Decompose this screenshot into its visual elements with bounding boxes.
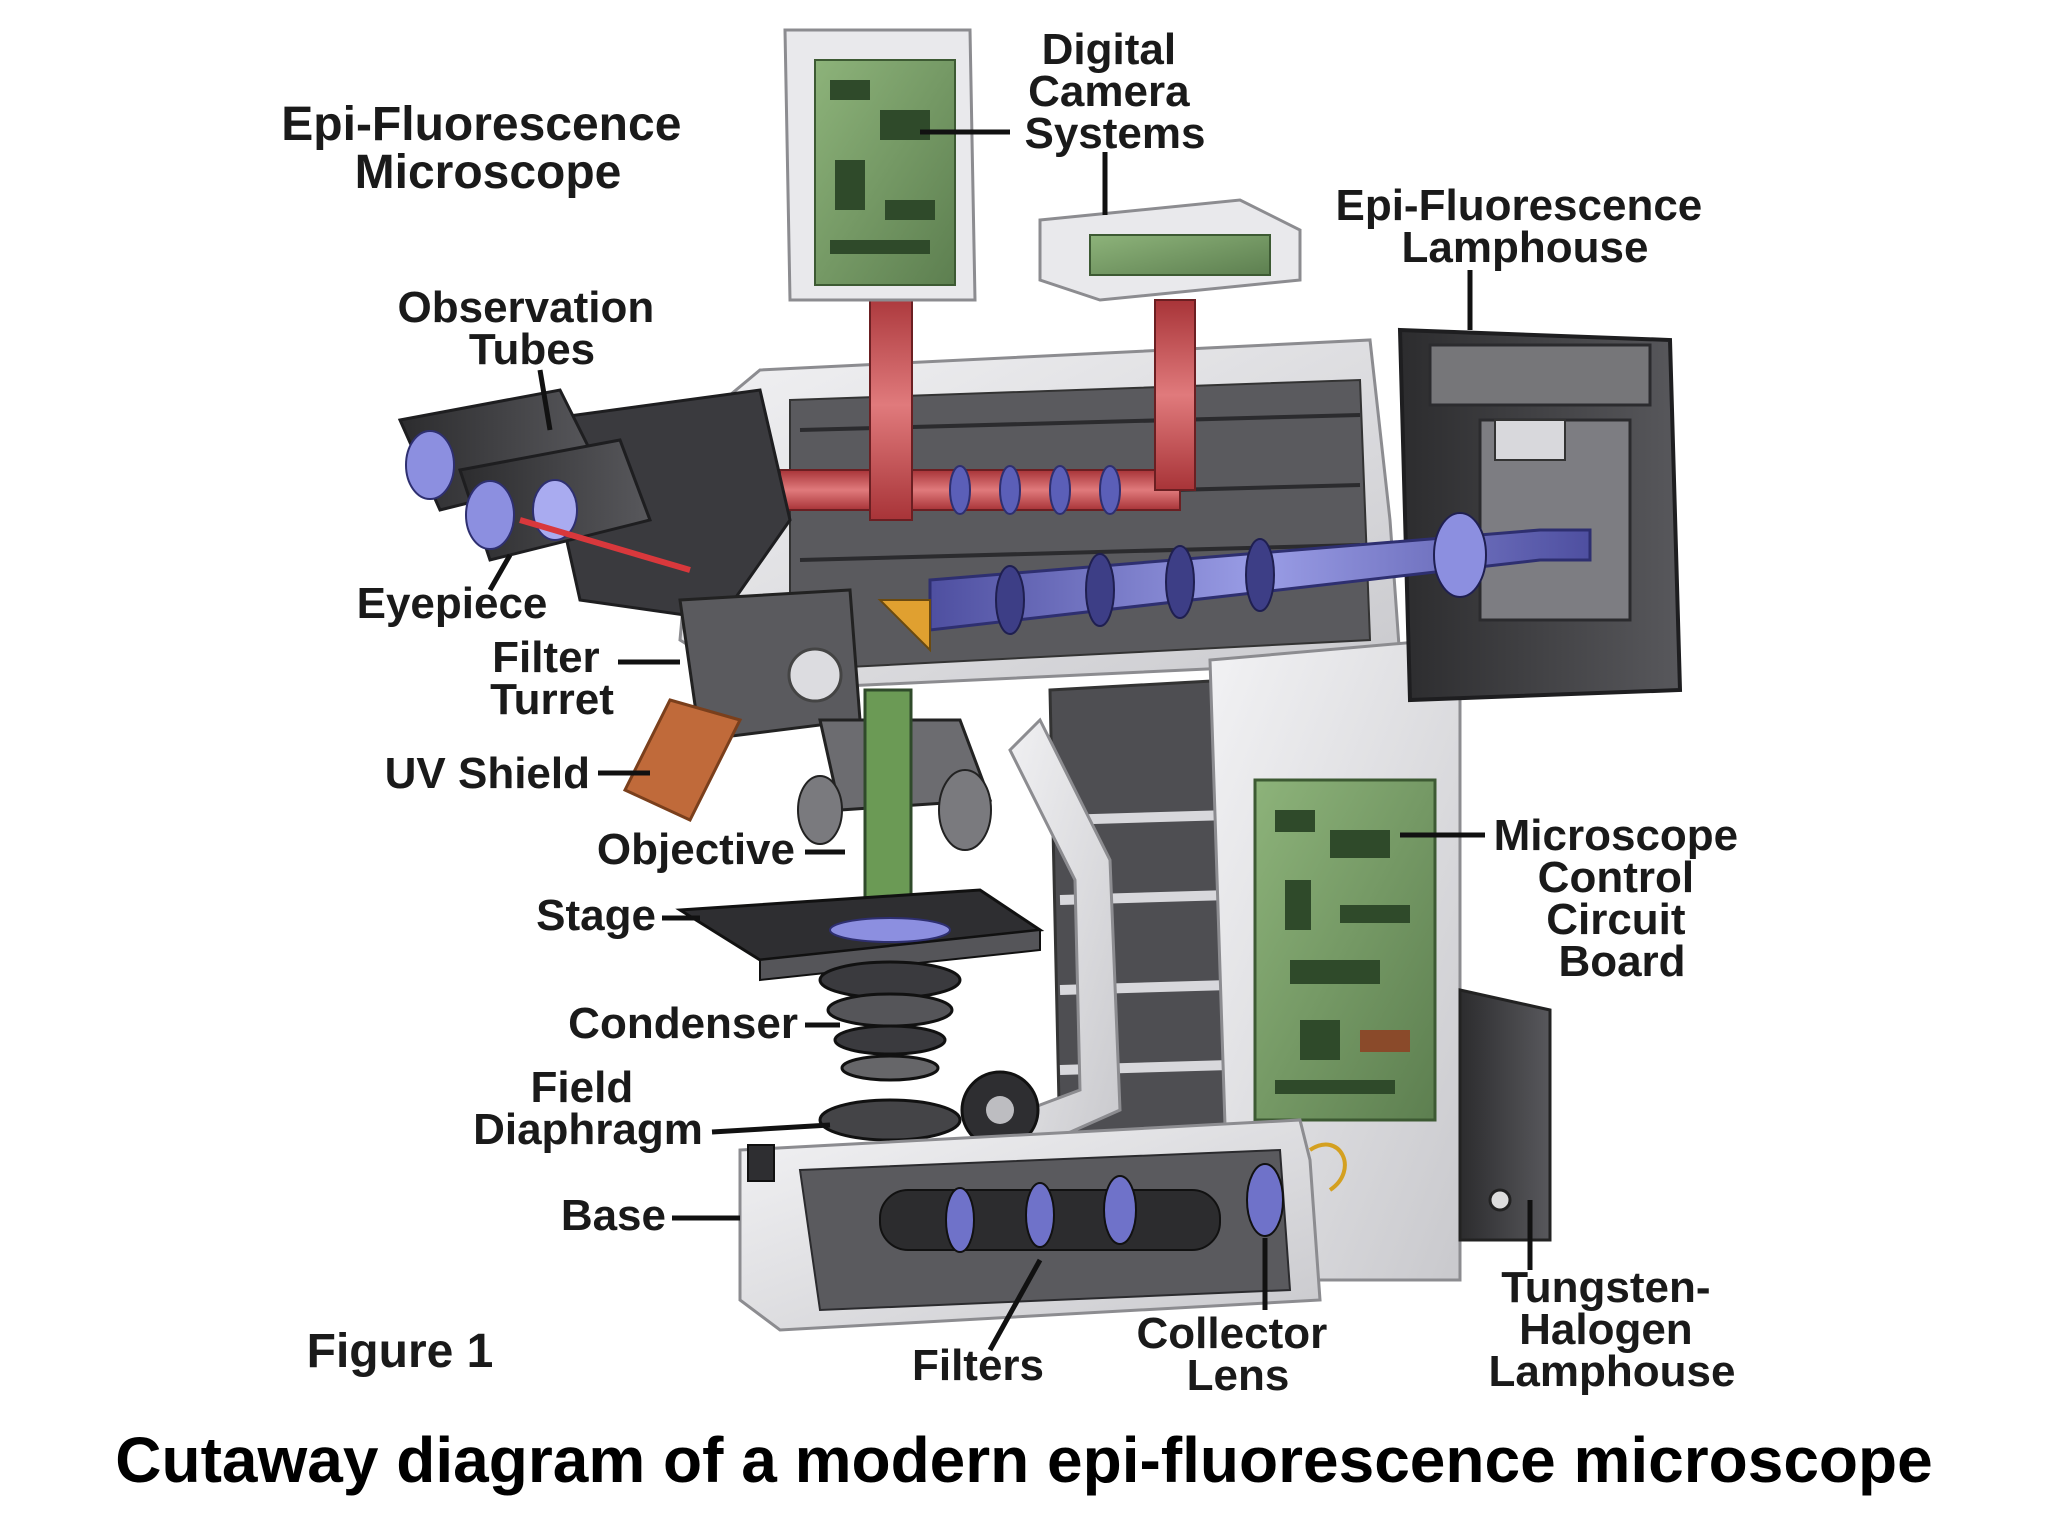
label-line: Lamphouse [1402, 223, 1649, 272]
diagram-title-line: Epi-Fluorescence [281, 98, 681, 151]
label-line: Eyepiece [357, 579, 548, 628]
label-line: Stage [536, 891, 656, 940]
leader-observation-tubes [537, 369, 553, 431]
objective-barrel [863, 688, 913, 912]
tungsten-lamphouse-box [1458, 988, 1552, 1242]
figure-number: Figure 1 [307, 1325, 494, 1378]
label-line: Lens [1187, 1351, 1290, 1400]
label-line: Observation [398, 283, 655, 332]
label-eyepiece: Eyepiece [357, 579, 548, 628]
label-observation-tubes: Observation Tubes [398, 283, 667, 374]
diagram-labels: Epi-Fluorescence Microscope Digital Came… [115, 25, 1932, 1496]
label-line: Lamphouse [1489, 1347, 1736, 1396]
label-line: Systems [1024, 109, 1205, 158]
label-line: Turret [490, 675, 614, 724]
label-objective: Objective [597, 825, 795, 874]
leader-filters [987, 1258, 1043, 1352]
camera-1-chips [830, 80, 935, 254]
label-line: Circuit [1546, 895, 1686, 944]
leader-field-diaphragm [711, 1122, 831, 1135]
label-line: Microscope [1494, 811, 1739, 860]
label-line: Camera [1028, 67, 1190, 116]
label-field-diaphragm: Field Diaphragm [473, 1063, 703, 1154]
leader-lines [487, 129, 1533, 1352]
label-line: UV Shield [385, 749, 590, 798]
label-line: Tubes [469, 325, 595, 374]
epi-lamp-bulb-holder [1494, 419, 1566, 461]
imaging-lenses [949, 465, 1121, 515]
label-stage: Stage [536, 891, 656, 940]
label-line: Collector [1137, 1309, 1328, 1358]
label-line: Diaphragm [473, 1105, 703, 1154]
dichroic-mirror [877, 599, 931, 653]
label-tungsten-halogen-lamphouse: Tungsten- Halogen Lamphouse [1489, 1263, 1736, 1396]
stage-front [759, 928, 1041, 982]
label-uv-shield: UV Shield [385, 749, 590, 798]
label-digital-camera-systems: Digital Camera Systems [1024, 25, 1205, 158]
excitation-lenses [995, 512, 1487, 635]
microscope-illustration [397, 28, 1683, 1332]
condenser-assembly [818, 960, 962, 1082]
circuit-components [1275, 810, 1410, 1094]
label-line: Tungsten- [1501, 1263, 1710, 1312]
base-switch [747, 1144, 775, 1182]
label-collector-lens: Collector Lens [1137, 1309, 1340, 1400]
base-wiring [1308, 1142, 1347, 1192]
focus-knob-center [986, 1096, 1014, 1124]
diagram-title-line: Microscope [355, 146, 622, 199]
eyepiece-beam [519, 517, 691, 573]
label-line: Filters [912, 1341, 1044, 1390]
label-epi-fluorescence-lamphouse: Epi-Fluorescence Lamphouse [1335, 181, 1714, 272]
label-base: Base [561, 1191, 666, 1240]
filter-turret-knob [787, 647, 843, 703]
label-line: Board [1558, 937, 1685, 986]
imaging-path-camera-2 [1154, 299, 1196, 491]
camera-2-board [1089, 234, 1271, 276]
imaging-path-camera-1 [869, 289, 913, 521]
side-objectives [797, 769, 992, 851]
leader-eyepiece [487, 553, 513, 592]
label-filters: Filters [912, 1341, 1044, 1390]
label-filter-turret: Filter Turret [490, 633, 614, 724]
base-optics [879, 1163, 1284, 1253]
label-line: Digital [1042, 25, 1176, 74]
label-line: Field [531, 1063, 634, 1112]
specimen-slide [829, 917, 951, 943]
diagram-title: Epi-Fluorescence Microscope [281, 98, 694, 199]
label-line: Objective [597, 825, 795, 874]
label-line: Control [1538, 853, 1694, 902]
label-condenser: Condenser [568, 999, 798, 1048]
field-diaphragm-ring [818, 1098, 962, 1142]
label-microscope-control-circuit-board: Microscope Control Circuit Board [1494, 811, 1751, 986]
label-line: Epi-Fluorescence [1335, 181, 1702, 230]
label-line: Base [561, 1191, 666, 1240]
label-line: Filter [492, 633, 600, 682]
label-line: Halogen [1519, 1305, 1693, 1354]
label-line: Condenser [568, 999, 798, 1048]
epi-lamphouse-vent [1428, 343, 1652, 407]
stand-shelves [1059, 810, 1231, 1075]
figure-caption: Cutaway diagram of a modern epi-fluoresc… [115, 1424, 1932, 1496]
uv-shield [622, 698, 743, 822]
eyepiece-lenses [405, 430, 578, 550]
lamphouse-knob [1488, 1188, 1512, 1212]
